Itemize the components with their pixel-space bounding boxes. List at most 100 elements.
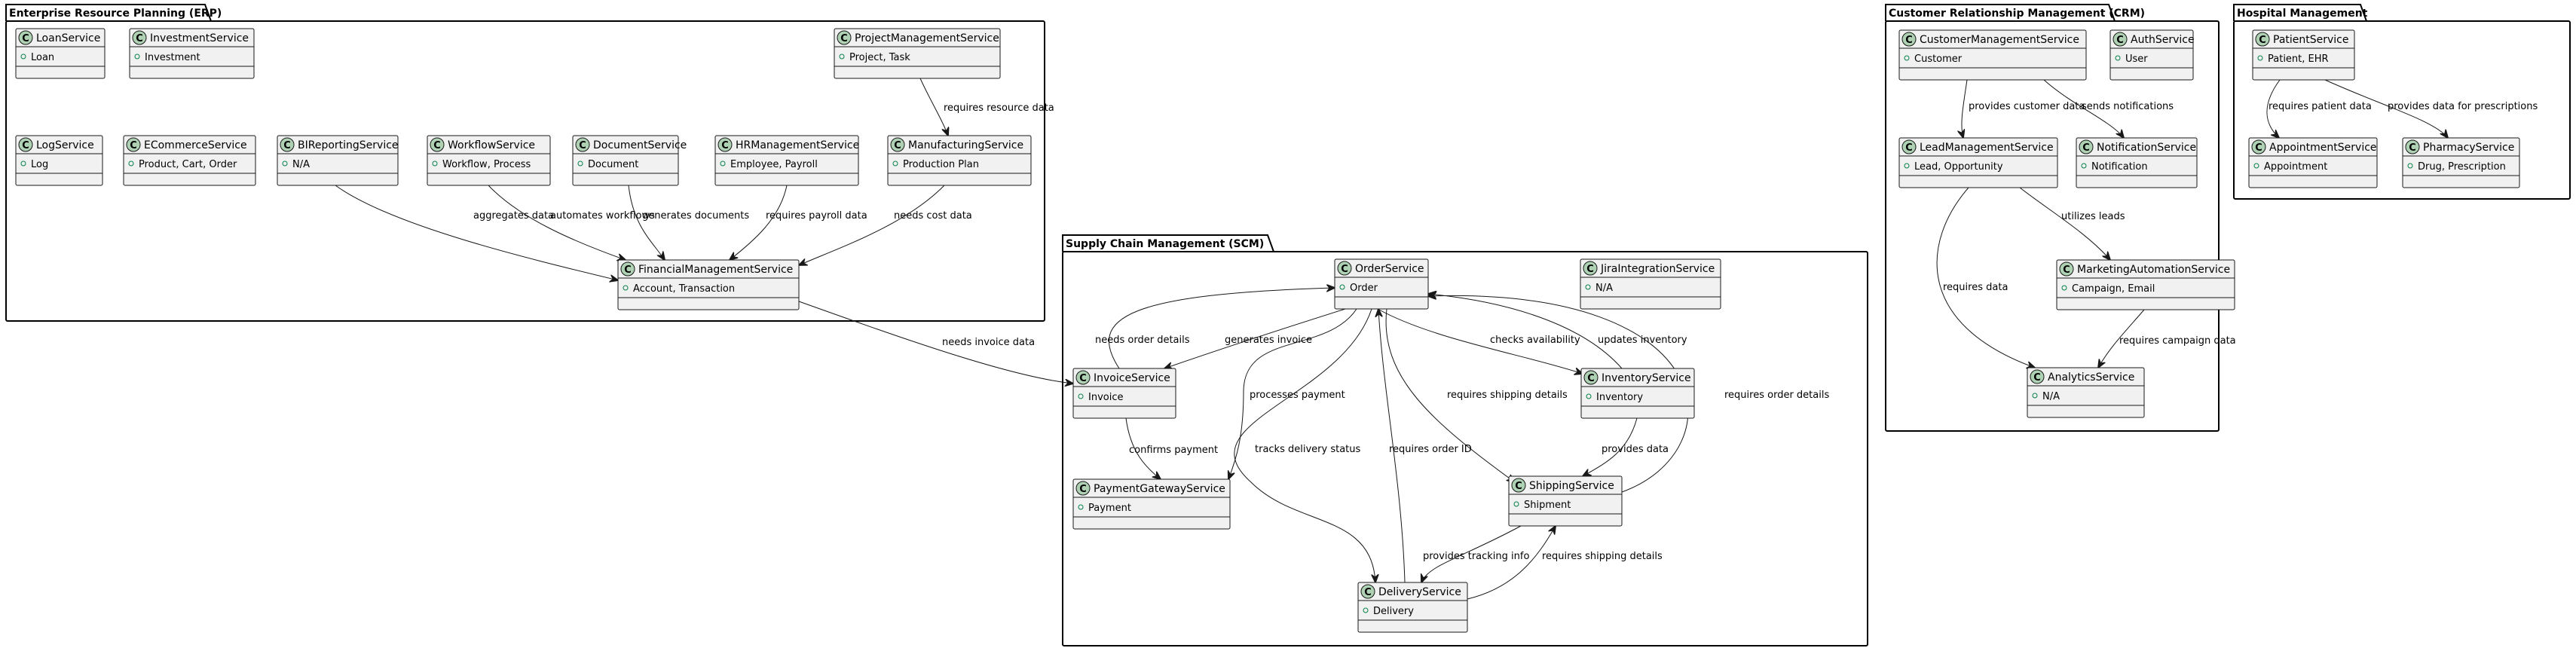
public-visibility-icon bbox=[432, 160, 438, 167]
public-visibility-icon bbox=[1513, 501, 1519, 507]
relation-label: checks availability bbox=[1490, 335, 1580, 346]
public-visibility-icon bbox=[1078, 393, 1084, 399]
relation-arrow bbox=[1377, 308, 1583, 374]
class-c-icon: C bbox=[620, 261, 635, 277]
class-attribute: Shipment bbox=[1524, 500, 1571, 511]
class-c-icon: C bbox=[2079, 139, 2094, 154]
svg-text:C: C bbox=[2063, 264, 2070, 276]
class-attribute: Account, Transaction bbox=[633, 283, 735, 295]
class-attribute: User bbox=[2125, 53, 2148, 65]
class-name: FinancialManagementService bbox=[638, 264, 793, 276]
public-visibility-icon bbox=[134, 53, 140, 60]
svg-text:C: C bbox=[1586, 264, 1594, 275]
class-c-icon: C bbox=[2030, 369, 2045, 384]
class-attribute: Patient, EHR bbox=[2268, 53, 2329, 65]
public-visibility-icon bbox=[2257, 55, 2263, 61]
relation-label: aggregates data bbox=[473, 210, 554, 222]
svg-text:C: C bbox=[579, 140, 586, 151]
relation-label: tracks delivery status bbox=[1255, 444, 1360, 455]
relation-label: needs order details bbox=[1095, 335, 1190, 346]
package-scm: Supply Chain Management (SCM) bbox=[1062, 234, 1868, 646]
svg-text:C: C bbox=[894, 140, 901, 151]
public-visibility-icon bbox=[20, 160, 26, 167]
relation-label: generates documents bbox=[642, 210, 749, 222]
class-attribute: Project, Task bbox=[849, 52, 910, 63]
class-attribute: Product, Cart, Order bbox=[139, 159, 237, 170]
public-visibility-icon bbox=[1363, 607, 1369, 613]
relation-arrow bbox=[1385, 308, 1515, 482]
relation-arrow bbox=[1428, 294, 1623, 369]
relation-arrow bbox=[488, 185, 626, 260]
public-visibility-icon bbox=[720, 160, 726, 167]
class-name: LogService bbox=[36, 139, 94, 151]
class-name: PaymentGatewayService bbox=[1094, 483, 1225, 495]
class-name: DeliveryService bbox=[1378, 586, 1461, 598]
class-attribute: Customer bbox=[1914, 53, 1963, 65]
class-name: InventoryService bbox=[1602, 372, 1691, 384]
class-c-icon: C bbox=[2405, 139, 2420, 154]
class-c-icon: C bbox=[1337, 261, 1352, 276]
svg-text:C: C bbox=[721, 140, 729, 151]
class-attribute: Loan bbox=[31, 52, 54, 63]
svg-text:C: C bbox=[2259, 35, 2266, 46]
class-attribute: Production Plan bbox=[903, 159, 979, 170]
class-attribute: Document bbox=[588, 159, 638, 170]
class-name: DocumentService bbox=[593, 139, 687, 151]
class-c-icon: C bbox=[1360, 584, 1375, 599]
class-c-icon: C bbox=[1583, 261, 1598, 276]
class-c-icon: C bbox=[1901, 32, 1917, 47]
relation-arrow bbox=[919, 78, 948, 136]
relation-arrow bbox=[1421, 525, 1522, 582]
class-c-icon: C bbox=[890, 137, 905, 152]
relation-label: requires campaign data bbox=[2119, 335, 2236, 347]
svg-text:C: C bbox=[1079, 373, 1087, 384]
relation-label: utilizes leads bbox=[2061, 211, 2125, 222]
package-frame bbox=[1885, 20, 2220, 432]
class-attribute: Appointment bbox=[2264, 161, 2327, 173]
relation-arrow bbox=[2098, 309, 2145, 368]
class-c-icon: C bbox=[717, 137, 733, 152]
public-visibility-icon bbox=[2032, 393, 2038, 399]
public-visibility-icon bbox=[2253, 163, 2259, 169]
class-name: ManufacturingService bbox=[908, 139, 1023, 151]
public-visibility-icon bbox=[1339, 284, 1345, 290]
svg-text:C: C bbox=[22, 33, 29, 44]
class-name: WorkflowService bbox=[448, 139, 535, 151]
relation-label: generates invoice bbox=[1225, 335, 1312, 346]
class-c-icon: C bbox=[280, 137, 295, 152]
relation-label: needs invoice data bbox=[942, 337, 1035, 348]
svg-text:C: C bbox=[2082, 142, 2090, 154]
class-name: InvestmentService bbox=[150, 32, 249, 44]
class-c-icon: C bbox=[2251, 139, 2266, 154]
relation-arrow bbox=[1962, 79, 1968, 138]
class-name: OrderService bbox=[1355, 263, 1424, 275]
